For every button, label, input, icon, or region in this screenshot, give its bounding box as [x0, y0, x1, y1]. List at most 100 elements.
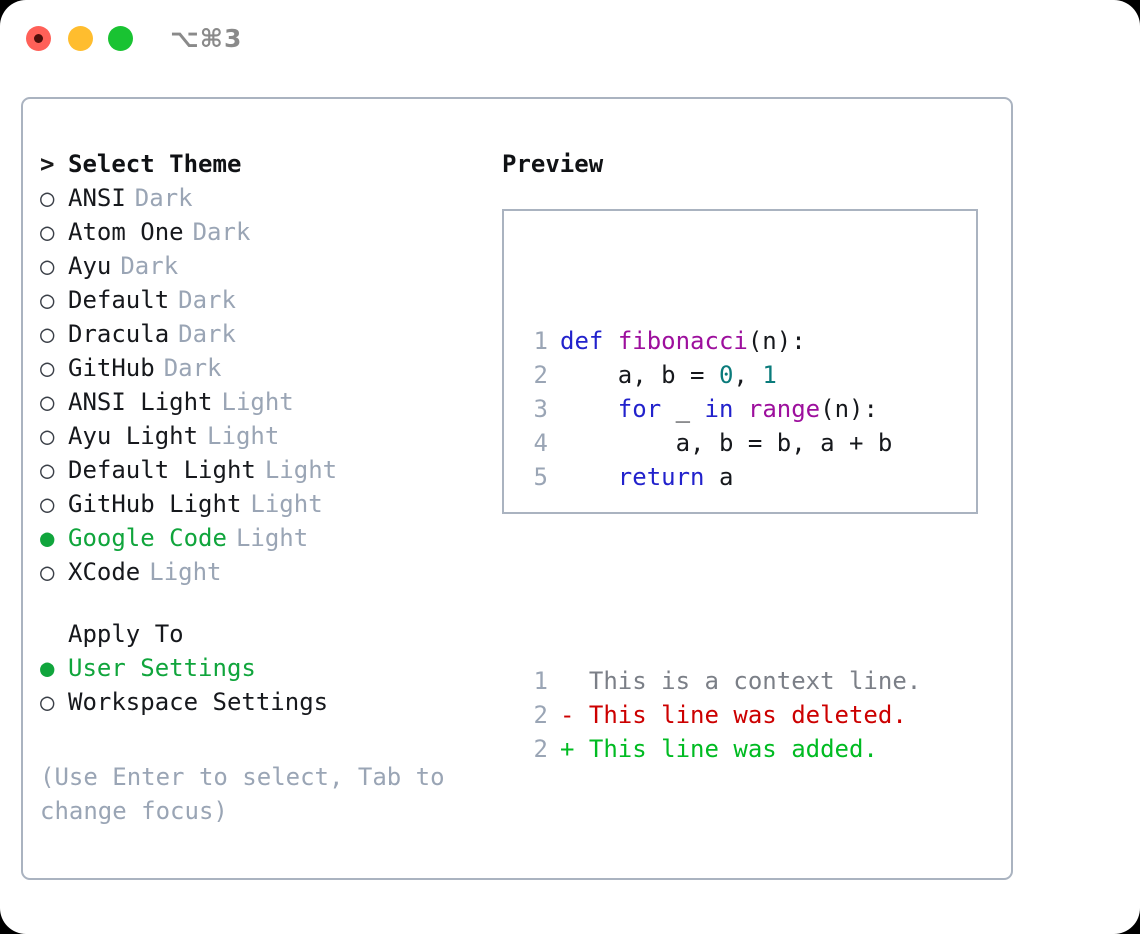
token-pl: a — [704, 463, 734, 491]
token-pl: , — [733, 361, 763, 389]
code-line: 5 return a — [518, 460, 921, 494]
radio-unselected-icon[interactable]: ○ — [40, 422, 55, 450]
line-number: 4 — [533, 429, 548, 457]
theme-variant-badge: Light — [221, 388, 294, 416]
theme-option-label: ANSI — [68, 184, 126, 212]
theme-variant-badge: Light — [264, 456, 338, 484]
theme-variant-badge: Dark — [178, 320, 236, 348]
theme-option-label: GitHub — [68, 354, 155, 382]
select-theme-heading-label: Select Theme — [68, 150, 242, 178]
theme-variant-badge: Dark — [192, 218, 251, 246]
theme-option-label: Google Code — [68, 524, 227, 552]
code-line-text: def fibonacci(n): — [560, 324, 806, 358]
radio-unselected-icon[interactable]: ○ — [40, 456, 55, 484]
theme-option-row[interactable]: ● Google Code Light — [40, 521, 485, 555]
token-num: 0 — [718, 361, 734, 389]
token-del: - This line was deleted. — [560, 701, 907, 729]
theme-option-label: XCode — [68, 558, 141, 586]
prompt-caret-icon: > — [40, 150, 55, 178]
theme-option-row[interactable]: ○ Default Dark — [40, 283, 485, 317]
code-line-text: return a — [560, 460, 734, 494]
theme-option-label: GitHub Light — [68, 490, 242, 518]
radio-unselected-icon[interactable]: ○ — [40, 354, 55, 382]
token-pl: a, b = b, a + b — [560, 429, 893, 457]
select-theme-heading: > Select Theme — [40, 147, 485, 181]
token-kw: for — [617, 395, 662, 423]
keyboard-shortcut-label: ⌥⌘3 — [170, 24, 243, 53]
theme-option-row[interactable]: ○ Atom One Dark — [40, 215, 485, 249]
close-window-button[interactable] — [26, 26, 51, 51]
line-number: 2 — [533, 361, 548, 389]
radio-unselected-icon[interactable]: ○ — [40, 558, 55, 586]
minimize-window-button[interactable] — [68, 26, 93, 51]
theme-option-label: ANSI Light — [68, 388, 213, 416]
theme-variant-badge: Light — [149, 558, 222, 586]
code-line-text: This is a context line. — [560, 664, 921, 698]
radio-unselected-icon[interactable]: ○ — [40, 184, 55, 212]
radio-selected-icon[interactable]: ● — [40, 654, 55, 682]
theme-variant-badge: Light — [235, 524, 309, 552]
token-pl: (n): — [820, 395, 878, 423]
theme-option-label: Atom One — [68, 218, 184, 246]
title-bar: ⌥⌘3 — [0, 0, 1140, 80]
token-ctx: This is a context line. — [560, 667, 922, 695]
theme-option-label: Default — [68, 286, 170, 314]
apply-to-option-row[interactable]: ○ Workspace Settings — [40, 685, 485, 719]
keyboard-hint-text: (Use Enter to select, Tab to change focu… — [40, 763, 460, 825]
theme-variant-badge: Dark — [120, 252, 179, 280]
token-fn: fibonacci — [617, 327, 748, 355]
theme-option-label: Ayu Light — [68, 422, 199, 450]
theme-option-label: Default Light — [68, 456, 256, 484]
diff-line: 2- This line was deleted. — [518, 698, 921, 732]
radio-unselected-icon[interactable]: ○ — [40, 490, 55, 518]
radio-unselected-icon[interactable]: ○ — [40, 688, 55, 716]
radio-unselected-icon[interactable]: ○ — [40, 286, 55, 314]
apply-to-heading-label: Apply To — [68, 620, 184, 648]
radio-unselected-icon[interactable]: ○ — [40, 252, 55, 280]
radio-selected-icon[interactable]: ● — [40, 524, 55, 552]
line-number: 2 — [533, 735, 548, 763]
radio-unselected-icon[interactable]: ○ — [40, 218, 55, 246]
theme-variant-badge: Light — [250, 490, 323, 518]
apply-to-option-row[interactable]: ● User Settings — [40, 651, 485, 685]
token-num: 1 — [762, 361, 777, 389]
code-line: 1 def fibonacci(n): — [518, 324, 921, 358]
token-pl — [733, 395, 747, 423]
theme-option-row[interactable]: ○ GitHub Light Light — [40, 487, 485, 521]
line-number: 1 — [533, 327, 548, 355]
apply-to-heading: ○ Apply To — [40, 617, 485, 651]
code-diff-separator — [518, 562, 921, 596]
apply-to-options: ● User Settings ○ Workspace Settings — [40, 651, 485, 719]
code-line-text: a, b = b, a + b — [560, 426, 893, 460]
theme-option-row[interactable]: ○ ANSI Light Light — [40, 385, 485, 419]
diff-block: 1 This is a context line.2- This line wa… — [518, 664, 922, 766]
token-pl: a, b = — [560, 361, 719, 389]
token-pl: (n): — [747, 327, 806, 355]
code-line: 2 a, b = 0, 1 — [518, 358, 921, 392]
code-line: 3 for _ in range(n): — [518, 392, 921, 426]
code-line-text: - This line was deleted. — [560, 698, 907, 732]
apply-to-option-label: User Settings — [68, 654, 256, 682]
line-number: 3 — [533, 395, 548, 423]
apply-to-option-label: Workspace Settings — [68, 688, 329, 716]
spacer-icon: ○ — [40, 617, 68, 651]
radio-unselected-icon[interactable]: ○ — [40, 388, 55, 416]
theme-variant-badge: Dark — [178, 286, 236, 314]
code-line-text: + This line was added. — [560, 732, 878, 766]
radio-unselected-icon[interactable]: ○ — [40, 320, 55, 348]
theme-option-row[interactable]: ○ Default Light Light — [40, 453, 485, 487]
maximize-window-button[interactable] — [108, 26, 133, 51]
theme-option-row[interactable]: ○ XCode Light — [40, 555, 485, 589]
token-fn: range — [747, 395, 821, 423]
